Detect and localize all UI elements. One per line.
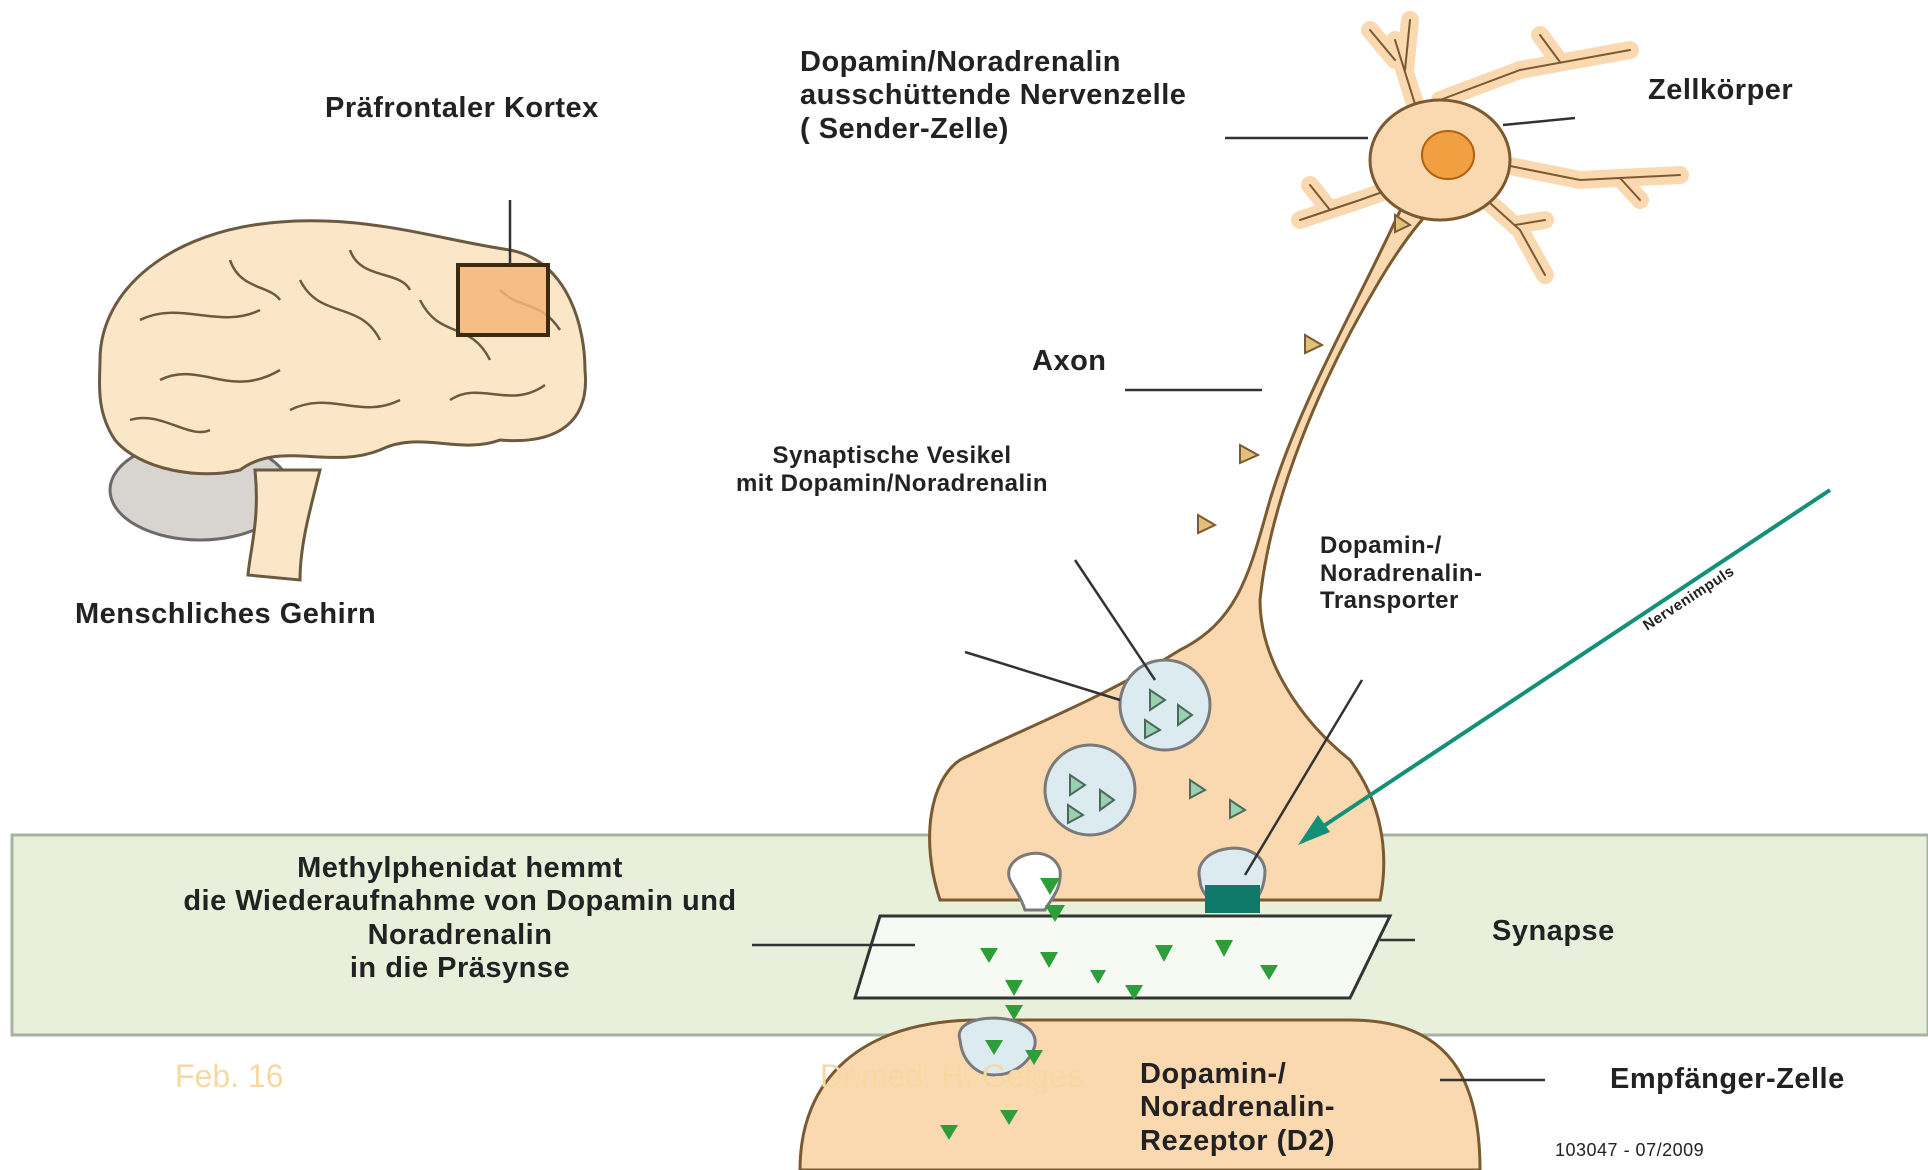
methylphenidat-line4: in die Präsynse bbox=[160, 952, 760, 985]
vesicle-2 bbox=[1045, 745, 1135, 835]
vesikel-line1: Synaptische Vesikel bbox=[712, 442, 1072, 470]
sender-zelle-line1: Dopamin/Noradrenalin bbox=[800, 46, 1186, 79]
label-synapse: Synapse bbox=[1492, 915, 1615, 948]
rezeptor-line3: Rezeptor (D2) bbox=[1140, 1125, 1335, 1158]
label-sender-zelle: Dopamin/Noradrenalin ausschüttende Nerve… bbox=[800, 46, 1186, 146]
methylphenidat-line3: Noradrenalin bbox=[160, 919, 760, 952]
vesicle-1 bbox=[1120, 660, 1210, 750]
transporter-protein bbox=[1205, 885, 1260, 913]
methylphenidat-line2: die Wiederaufnahme von Dopamin und bbox=[160, 885, 760, 918]
brain-illustration bbox=[99, 200, 585, 580]
transporter-line1: Dopamin-/ bbox=[1320, 532, 1483, 560]
figure-code: 103047 - 07/2009 bbox=[1555, 1140, 1704, 1161]
brainstem bbox=[248, 470, 320, 580]
prefrontal-highlight-box bbox=[458, 265, 548, 335]
label-empfaenger-zelle: Empfänger-Zelle bbox=[1610, 1063, 1845, 1096]
transporter-line2: Noradrenalin- bbox=[1320, 560, 1483, 588]
synaptic-cleft bbox=[855, 916, 1390, 998]
rezeptor-line1: Dopamin-/ bbox=[1140, 1058, 1335, 1091]
label-axon: Axon bbox=[1032, 345, 1107, 378]
label-methylphenidat: Methylphenidat hemmt die Wiederaufnahme … bbox=[160, 852, 760, 985]
nucleus bbox=[1422, 131, 1474, 179]
sender-zelle-line3: ( Sender-Zelle) bbox=[800, 113, 1186, 146]
label-praefrontaler-kortex: Präfrontaler Kortex bbox=[325, 92, 599, 125]
vesikel-line2: mit Dopamin/Noradrenalin bbox=[712, 470, 1072, 498]
rezeptor-line2: Noradrenalin- bbox=[1140, 1091, 1335, 1124]
label-menschliches-gehirn: Menschliches Gehirn bbox=[75, 598, 376, 631]
label-synaptische-vesikel: Synaptische Vesikel mit Dopamin/Noradren… bbox=[712, 442, 1072, 497]
label-transporter: Dopamin-/ Noradrenalin- Transporter bbox=[1320, 532, 1483, 615]
label-zellkoerper: Zellkörper bbox=[1648, 74, 1793, 107]
footer-date: Feb. 16 bbox=[175, 1058, 284, 1095]
methylphenidat-line1: Methylphenidat hemmt bbox=[160, 852, 760, 885]
cerebrum bbox=[99, 221, 585, 474]
sender-zelle-line2: ausschüttende Nervenzelle bbox=[800, 79, 1186, 112]
transporter-line3: Transporter bbox=[1320, 587, 1483, 615]
footer-author: Dr.med. H. Geiges bbox=[820, 1058, 1083, 1095]
label-rezeptor: Dopamin-/ Noradrenalin- Rezeptor (D2) bbox=[1140, 1058, 1335, 1158]
